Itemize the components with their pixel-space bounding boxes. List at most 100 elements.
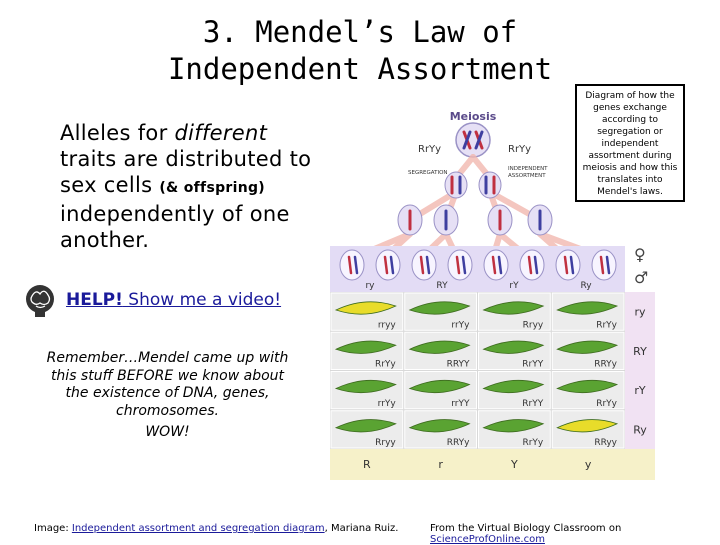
parent-chromosomes-icon (462, 130, 484, 150)
remember-wow: WOW! (145, 424, 190, 440)
image-credit-prefix: Image: (34, 523, 72, 534)
slide-title-line-1: 3. Mendel’s Law of (202, 15, 518, 49)
gamete-chromosome (389, 255, 395, 275)
help-video-link-bold: HELP! (66, 290, 123, 310)
punnett-genotype: rrYy (451, 320, 470, 330)
pea-pod (556, 419, 619, 433)
pea-pod (334, 379, 397, 394)
pea-pod (334, 340, 397, 354)
punnett-genotype: RrYY (522, 399, 543, 409)
gamete-chromosome (563, 255, 569, 275)
punnett-row-label: rY (634, 384, 646, 397)
punnett-genotype: RrYY (522, 360, 543, 370)
pea-pod (334, 301, 397, 315)
meiosis-cell (478, 171, 502, 199)
gamete-cell (519, 249, 545, 281)
gamete-chromosome (383, 255, 389, 275)
punnett-column-label: Y (510, 458, 518, 471)
pea-pod (408, 419, 471, 433)
gamete-chromosome (527, 255, 533, 275)
help-video-link[interactable]: HELP! Show me a video! (66, 290, 281, 310)
pea-pod (556, 301, 619, 315)
gamete-cell (447, 249, 473, 281)
gamete-chromosome (455, 255, 461, 275)
image-credit-link[interactable]: Independent assortment and segregation d… (71, 523, 325, 534)
slide-title-line-2: Independent Assortment (167, 52, 553, 86)
pea-pod (556, 340, 619, 354)
cell-chromosomes-icon (450, 175, 496, 195)
brain-head-icon (26, 285, 54, 317)
gamete-chromosome (533, 255, 539, 275)
punnett-genotype: RrYy (596, 320, 617, 330)
punnett-genotype: RRYy (594, 360, 617, 370)
meiosis-cell (444, 171, 468, 199)
gamete-cell (339, 249, 365, 281)
gamete-band-label: ry (365, 281, 375, 291)
punnett-genotype: Rryy (523, 320, 544, 330)
pea-pod (408, 301, 471, 315)
statement-aside: (& offspring) (159, 180, 265, 196)
gamete-chromosome (425, 255, 431, 275)
diagram-caption-box: Diagram of how the genes exchange accord… (575, 84, 685, 202)
punnett-label-column (625, 292, 655, 449)
pea-pod (482, 340, 545, 354)
parent-genotype-right: RrYy (508, 144, 531, 155)
assortment-diagram: Meiosis RrYy RrYy SEGREGATION INDEPENDEN… (330, 110, 655, 480)
gamete-cell (411, 249, 437, 281)
source-credit: From the Virtual Biology Classroom on Sc… (430, 523, 720, 545)
punnett-genotype: RrYy (375, 360, 396, 370)
image-credit: Image: Independent assortment and segreg… (34, 523, 398, 534)
pea-pod (482, 419, 545, 433)
pea-pod (482, 379, 545, 394)
punnett-genotype: rryy (378, 320, 397, 330)
meiosis-label: Meiosis (450, 110, 497, 123)
gamete-cell (483, 249, 509, 281)
punnett-genotype: RrYy (596, 399, 617, 409)
main-statement: Alleles for different traits are distrib… (60, 120, 330, 253)
gamete-cell (555, 249, 581, 281)
independent-assortment-label-2: ASSORTMENT (508, 173, 546, 179)
statement-part: Alleles for (60, 121, 175, 145)
parent-genotype-left: RrYy (418, 144, 441, 155)
pea-pod (408, 340, 471, 354)
source-credit-prefix: From the Virtual Biology Classroom on (430, 523, 622, 534)
gamete-band-label: RY (436, 281, 448, 291)
gamete-chromosome (599, 255, 605, 275)
gamete-chromosome (497, 255, 503, 275)
punnett-column-label: y (585, 458, 592, 471)
remember-text: Remember…Mendel came up with this stuff … (46, 350, 289, 419)
slide-title: 3. Mendel’s Law of Independent Assortmen… (150, 14, 570, 88)
pea-pod (334, 419, 397, 433)
gamete-chromosome (569, 255, 575, 275)
gamete-chromosome (461, 255, 467, 275)
punnett-bottom-band (330, 449, 655, 480)
gamete-chromosome (347, 255, 353, 275)
help-video-link-text: Show me a video! (122, 290, 282, 310)
punnett-genotype: RRyy (594, 438, 617, 448)
statement-part: independently of one another. (60, 202, 290, 252)
gamete-chromosome (419, 255, 425, 275)
gamete-cells (339, 249, 617, 281)
remember-note: Remember…Mendel came up with this stuff … (40, 350, 295, 442)
punnett-genotype: RRYY (447, 360, 470, 370)
punnett-genotype: RRYy (447, 438, 470, 448)
statement-emphasis: different (174, 121, 268, 145)
cell-chromosomes-icon (408, 209, 542, 231)
independent-assortment-label-1: INDEPENDENT (508, 166, 548, 172)
help-video-row: HELP! Show me a video! (22, 282, 281, 318)
male-symbol: ♂ (634, 268, 648, 287)
punnett-genotype: RrYy (522, 438, 543, 448)
gamete-cell (591, 249, 617, 281)
punnett-column-label: R (363, 458, 371, 471)
gamete-chromosome (605, 255, 611, 275)
pea-pod (408, 379, 471, 394)
punnett-row-label: ry (634, 306, 646, 319)
statement-part: traits are distributed to sex cells (60, 147, 312, 197)
punnett-row-label: Ry (633, 423, 647, 436)
female-symbol: ♀ (634, 245, 646, 264)
gamete-band-label: Ry (580, 281, 592, 291)
pea-pod (556, 379, 619, 394)
